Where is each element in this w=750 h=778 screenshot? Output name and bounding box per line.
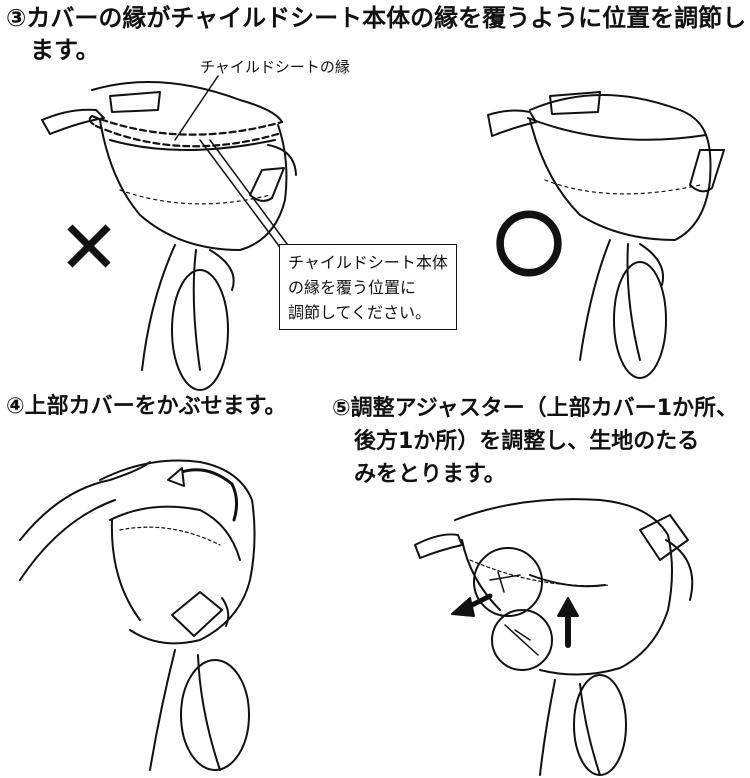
step5-line3: みをとります。 — [332, 462, 506, 487]
step3-line1: ③カバーの縁がチャイルドシート本体の縁を覆うように位置を調節し — [6, 4, 747, 32]
step3-instruction: ③カバーの縁がチャイルドシート本体の縁を覆うように位置を調節し ます。 — [6, 2, 746, 66]
callout-box: チャイルドシート本体 の縁を覆う位置に 調節してください。 — [279, 244, 457, 330]
step3-line2: ます。 — [6, 36, 100, 64]
step4-instruction: ④上部カバーをかぶせます。 — [6, 392, 286, 422]
callout-box-line1: チャイルドシート本体 — [288, 253, 448, 272]
step4-line1: ④上部カバーをかぶせます。 — [6, 394, 287, 419]
callout-seat-edge: チャイルドシートの縁 — [200, 58, 350, 76]
illustration-wrong-position — [41, 75, 297, 391]
illustration-right-position — [487, 91, 725, 379]
callout-box-line2: の縁を覆う位置に — [288, 278, 417, 297]
step5-instruction: ⑤調整アジャスター（上部カバー1か所、 後方1か所）を調整し、生地のたる みをと… — [332, 392, 738, 491]
step5-line2: 後方1か所）を調整し、生地のたる — [332, 429, 700, 454]
step5-line1: ⑤調整アジャスター（上部カバー1か所、 — [332, 396, 738, 421]
wrong-mark-icon: ✕ — [58, 205, 121, 291]
callout-box-line3: 調節してください。 — [288, 303, 432, 322]
right-mark-icon: 〇 — [494, 205, 564, 287]
illustration-step5 — [414, 498, 694, 776]
illustration-step4 — [19, 459, 256, 771]
